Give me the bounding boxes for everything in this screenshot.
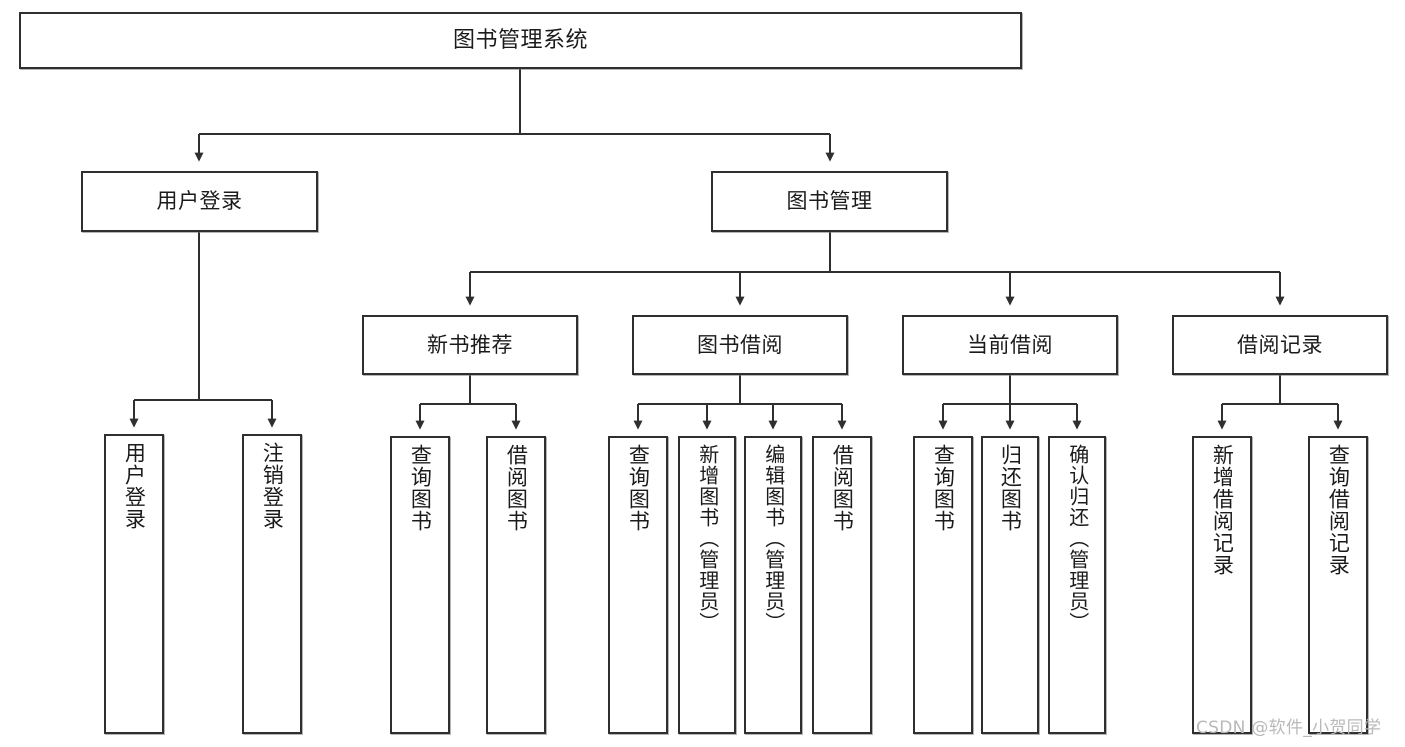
node-label: 借阅图书 [830, 444, 855, 532]
node-borrow-record[interactable]: 借阅记录 [1172, 315, 1388, 375]
node-user-login[interactable]: 用户登录 [81, 171, 318, 232]
node-label: 借阅记录 [1237, 332, 1323, 357]
node-label: 查询图书 [408, 444, 433, 532]
node-leaf-book-borrow-edit[interactable]: 编辑图书（管理员） [744, 436, 802, 734]
node-label: 查询图书 [931, 444, 956, 532]
csdn-watermark: CSDN @软件_小贺同学 [1196, 718, 1382, 738]
node-label: 借阅图书 [504, 444, 529, 532]
node-label: 查询借阅记录 [1326, 444, 1351, 576]
node-leaf-current-borrow-confirm[interactable]: 确认归还（管理员） [1048, 436, 1106, 734]
node-label: 确认归还（管理员） [1065, 444, 1090, 633]
node-label: 查询图书 [626, 444, 651, 532]
node-book-management[interactable]: 图书管理 [711, 171, 948, 232]
node-leaf-borrow-record-add[interactable]: 新增借阅记录 [1192, 436, 1252, 734]
node-label: 新增图书（管理员） [695, 444, 720, 633]
node-label: 编辑图书（管理员） [761, 444, 786, 633]
node-root-system[interactable]: 图书管理系统 [19, 12, 1022, 69]
node-leaf-user-login-logout[interactable]: 注销登录 [242, 434, 302, 734]
node-label: 注销登录 [260, 442, 285, 530]
node-label: 图书管理 [786, 189, 873, 214]
node-current-borrow[interactable]: 当前借阅 [902, 315, 1118, 375]
node-leaf-borrow-record-query[interactable]: 查询借阅记录 [1308, 436, 1368, 734]
node-label: 当前借阅 [967, 332, 1053, 357]
node-leaf-user-login-login[interactable]: 用户登录 [104, 434, 164, 734]
node-leaf-current-borrow-return[interactable]: 归还图书 [981, 436, 1039, 734]
node-leaf-current-borrow-query[interactable]: 查询图书 [913, 436, 973, 734]
node-label: 归还图书 [998, 444, 1023, 532]
node-label: 新增借阅记录 [1210, 444, 1235, 576]
node-book-borrow[interactable]: 图书借阅 [632, 315, 848, 375]
node-label: 新书推荐 [427, 332, 513, 357]
node-leaf-new-book-borrow[interactable]: 借阅图书 [486, 436, 546, 734]
node-leaf-book-borrow-borrow[interactable]: 借阅图书 [812, 436, 872, 734]
node-leaf-book-borrow-query[interactable]: 查询图书 [608, 436, 668, 734]
node-label: 图书借阅 [697, 332, 783, 357]
node-leaf-new-book-query[interactable]: 查询图书 [390, 436, 450, 734]
node-new-book-recommend[interactable]: 新书推荐 [362, 315, 578, 375]
node-label: 图书管理系统 [452, 27, 588, 53]
node-label: 用户登录 [156, 189, 243, 214]
node-leaf-book-borrow-add[interactable]: 新增图书（管理员） [678, 436, 736, 734]
node-label: 用户登录 [122, 442, 147, 530]
